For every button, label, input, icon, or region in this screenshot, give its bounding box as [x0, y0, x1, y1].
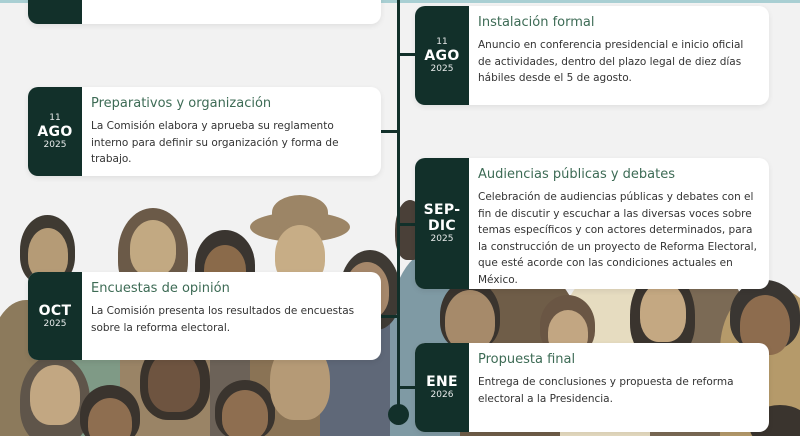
- card-title: Instalación formal: [478, 15, 595, 30]
- date-year: 2026: [430, 390, 454, 400]
- date-month: OCT: [38, 302, 72, 319]
- date-block: OCT 2025: [28, 272, 82, 360]
- date-year: 2025: [43, 318, 67, 329]
- connector-1: [399, 53, 416, 56]
- card-description: La Comisión presenta los resultados de e…: [91, 305, 355, 334]
- date-month: AGO: [424, 47, 460, 64]
- top-border: [0, 0, 800, 3]
- date-block: 11 AGO 2025: [415, 6, 469, 105]
- timeline-line: [397, 0, 400, 412]
- timeline-card-instalacion-formal[interactable]: 11 AGO 2025 Instalación formal Anuncio e…: [415, 6, 769, 105]
- timeline-card-audiencias[interactable]: SEP- DIC 2025 Audiencias públicas y deba…: [415, 158, 769, 289]
- card-description: Entrega de conclusiones y propuesta de r…: [478, 376, 734, 405]
- date-month: AGO: [37, 123, 73, 140]
- card-title: Propuesta final: [478, 352, 576, 367]
- date-year: 2025: [430, 63, 454, 74]
- date-block: [28, 0, 82, 24]
- timeline-card-propuesta-final[interactable]: ENE 2026 Propuesta final Entrega de conc…: [415, 343, 769, 432]
- timeline-card-preparativos[interactable]: 11 AGO 2025 Preparativos y organización …: [28, 87, 381, 176]
- date-month-line1: SEP-: [423, 202, 461, 218]
- card-title: Audiencias públicas y debates: [478, 167, 676, 182]
- timeline-card[interactable]: [28, 0, 381, 24]
- connector-2: [381, 130, 398, 133]
- date-day: 11: [49, 112, 61, 123]
- date-month-line2: DIC: [427, 218, 456, 234]
- timeline-card-encuestas[interactable]: OCT 2025 Encuestas de opinión La Comisió…: [28, 272, 381, 360]
- card-description: Celebración de audiencias públicas y deb…: [478, 191, 757, 286]
- card-description: Anuncio en conferencia presidencial e in…: [478, 39, 744, 84]
- connector-5: [399, 386, 416, 389]
- connector-4: [381, 315, 398, 318]
- timeline-end-dot: [388, 404, 409, 425]
- date-block: ENE 2026: [415, 343, 469, 432]
- date-month: ENE: [426, 374, 458, 390]
- connector-3: [399, 223, 416, 226]
- date-block: 11 AGO 2025: [28, 87, 82, 176]
- card-title: Encuestas de opinión: [91, 281, 230, 296]
- card-title: Preparativos y organización: [91, 96, 272, 111]
- card-description: La Comisión elabora y aprueba su reglame…: [91, 120, 339, 165]
- date-year: 2025: [430, 234, 454, 244]
- date-block: SEP- DIC 2025: [415, 158, 469, 289]
- date-year: 2025: [43, 139, 67, 150]
- date-day: 11: [436, 36, 448, 47]
